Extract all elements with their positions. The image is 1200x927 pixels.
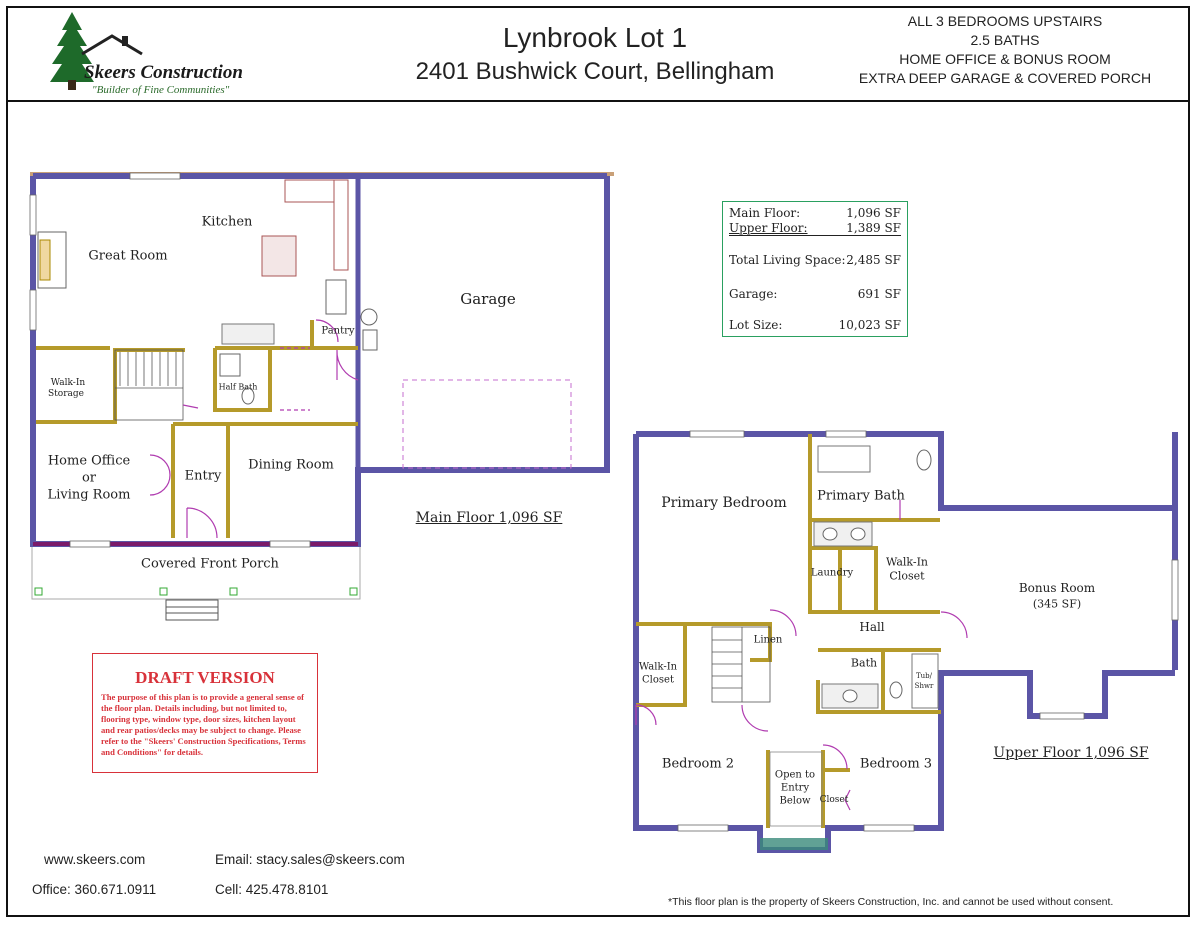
room-label-laundry: Laundry — [810, 567, 854, 579]
page-frame — [6, 6, 1190, 917]
room-label-entry: Entry — [184, 468, 222, 484]
room-label-bonus-room-sf: (345 SF) — [1032, 597, 1082, 611]
room-label-closet-small: Closet — [819, 795, 849, 805]
room-label-walk-in: Walk-In — [638, 661, 678, 673]
feature-item: ALL 3 BEDROOMS UPSTAIRS — [907, 13, 1103, 29]
room-label-tub: Tub/ — [915, 672, 933, 680]
office-phone: Office: 360.671.0911 — [32, 882, 157, 897]
feature-item: HOME OFFICE & BONUS ROOM — [899, 51, 1111, 67]
room-label-bedroom-2: Bedroom 2 — [661, 756, 735, 772]
room-label-shower: Shwr — [914, 682, 934, 690]
room-label-walk-in: Walk-In — [885, 555, 929, 569]
sf-value: 1,096 SF — [846, 206, 901, 220]
room-label-or: or — [81, 470, 97, 486]
feature-item: 2.5 BATHS — [970, 32, 1040, 48]
draft-body: The purpose of this plan is to provide a… — [101, 692, 306, 757]
sf-label: Garage: — [729, 287, 778, 301]
room-label-living-room: Living Room — [47, 487, 131, 503]
room-label-half-bath: Half Bath — [218, 382, 258, 392]
sf-value: 2,485 SF — [846, 253, 901, 267]
sf-label: Total Living Space: — [729, 253, 846, 267]
copyright-footnote: *This floor plan is the property of Skee… — [668, 896, 1114, 908]
feature-item: EXTRA DEEP GARAGE & COVERED PORCH — [858, 70, 1152, 86]
draft-notice: DRAFT VERSION The purpose of this plan i… — [92, 653, 318, 773]
page-address: 2401 Bushwick Court, Bellingham — [415, 58, 775, 85]
sf-value: 691 SF — [857, 287, 901, 301]
draft-title: DRAFT VERSION — [135, 668, 275, 687]
main-floor-caption: Main Floor 1,096 SF — [415, 510, 563, 526]
room-label-great-room: Great Room — [88, 248, 168, 264]
room-label-bonus-room: Bonus Room — [1018, 581, 1096, 595]
upper-floor-plan — [633, 430, 1179, 853]
room-label-garage: Garage — [460, 290, 516, 308]
logo-graphic — [50, 12, 143, 90]
logo-company-name: Skeers Construction — [84, 62, 243, 83]
sf-row-garage: Garage: 691 SF — [729, 287, 901, 301]
room-label-linen: Linen — [753, 634, 783, 646]
page-title: Lynbrook Lot 1 — [502, 22, 688, 53]
room-label-open-to: Open to — [774, 769, 816, 781]
room-label-bedroom-3: Bedroom 3 — [859, 756, 933, 772]
header-divider — [6, 100, 1190, 102]
room-label-bath: Bath — [850, 656, 878, 670]
room-label-kitchen: Kitchen — [201, 214, 253, 230]
room-label-walk-in: Walk-In — [50, 378, 86, 388]
room-label-closet: Closet — [889, 569, 925, 583]
room-label-primary-bedroom: Primary Bedroom — [661, 495, 787, 511]
website-link[interactable]: www.skeers.com — [44, 852, 146, 867]
sf-value: 1,389 SF — [846, 221, 901, 235]
logo-tagline: "Builder of Fine Communities" — [92, 84, 230, 96]
square-footage-box: Main Floor: 1,096 SF Upper Floor: 1,389 … — [722, 201, 908, 337]
room-label-storage: Storage — [48, 389, 84, 399]
main-floor-plan — [29, 172, 614, 621]
sf-row-main: Main Floor: 1,096 SF — [729, 206, 901, 220]
sf-label: Main Floor: — [729, 206, 801, 220]
room-label-dining-room: Dining Room — [248, 457, 334, 473]
sf-row-total: Total Living Space: 2,485 SF — [729, 253, 901, 267]
room-label-hall: Hall — [859, 620, 885, 634]
sf-row-upper: Upper Floor: 1,389 SF — [729, 221, 901, 236]
company-logo: Skeers Construction "Builder of Fine Com… — [22, 12, 262, 98]
room-label-entry-below: Entry — [780, 782, 810, 794]
cell-phone: Cell: 425.478.8101 — [215, 882, 329, 897]
room-label-home-office: Home Office — [47, 453, 131, 469]
email-link[interactable]: Email: stacy.sales@skeers.com — [215, 852, 405, 867]
room-label-pantry: Pantry — [321, 325, 355, 337]
room-label-below: Below — [779, 795, 811, 807]
upper-floor-caption: Upper Floor 1,096 SF — [993, 745, 1149, 761]
sf-label: Upper Floor: — [729, 221, 808, 235]
room-label-primary-bath: Primary Bath — [817, 488, 905, 504]
feature-list: ALL 3 BEDROOMS UPSTAIRS 2.5 BATHS HOME O… — [835, 12, 1175, 88]
room-label-porch: Covered Front Porch — [141, 556, 279, 572]
sf-row-lot: Lot Size: 10,023 SF — [729, 318, 901, 332]
room-label-closet: Closet — [642, 674, 674, 686]
sf-value: 10,023 SF — [838, 318, 901, 332]
sf-label: Lot Size: — [729, 318, 783, 332]
